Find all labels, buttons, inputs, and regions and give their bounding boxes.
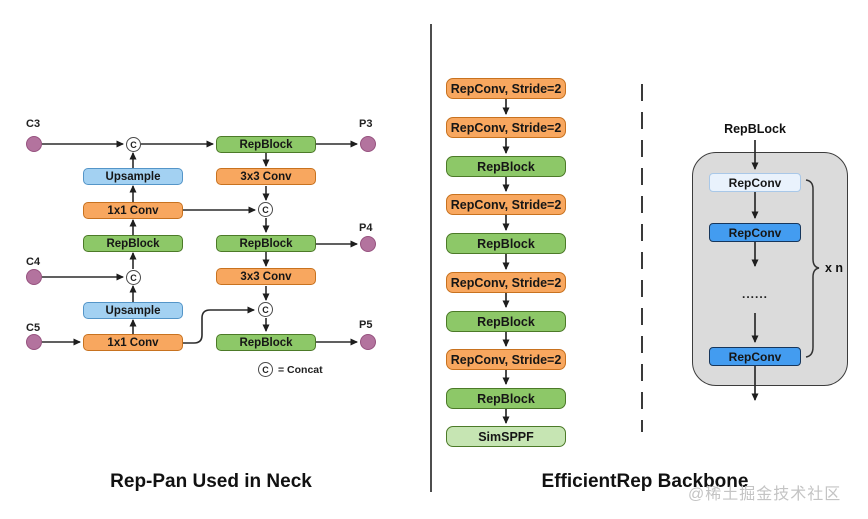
output-label-p5: P5 (359, 319, 373, 331)
concat-node: C (126, 270, 141, 285)
neck-block-1x1conv-1: 1x1 Conv (83, 202, 183, 219)
input-label-c5: C5 (26, 322, 41, 334)
backbone-caption: EfficientRep Backbone (541, 471, 749, 492)
neck-block-repblock-3: RepBlock (216, 235, 316, 252)
neck-block-upsample-2: Upsample (83, 302, 183, 319)
legend-text: = Concat (278, 364, 323, 376)
repeat-brace (805, 179, 820, 358)
neck-block-3x3conv-2: 3x3 Conv (216, 268, 316, 285)
backbone-block-4: RepConv, Stride=2 (446, 194, 566, 215)
backbone-block-9: RepBlock (446, 388, 566, 409)
output-label-p3: P3 (359, 118, 373, 130)
backbone-block-5: RepBlock (446, 233, 566, 254)
repeat-count-label: x n (825, 261, 844, 275)
legend-concat-icon: C (258, 362, 273, 377)
backbone-block-2: RepConv, Stride=2 (446, 117, 566, 138)
neck-block-repblock-4: RepBlock (216, 334, 316, 351)
input-label-c4: C4 (26, 256, 41, 268)
neck-caption: Rep-Pan Used in Neck (110, 471, 312, 492)
ellipsis: ...... (741, 287, 768, 301)
input-label-c3: C3 (26, 118, 41, 130)
neck-block-upsample-1: Upsample (83, 168, 183, 185)
watermark: @稀土掘金技术社区 (688, 486, 842, 503)
output-node-p5 (360, 334, 376, 350)
detail-repconv-2: RepConv (709, 223, 801, 242)
neck-block-repblock-1: RepBlock (83, 235, 183, 252)
output-node-p3 (360, 136, 376, 152)
concat-node: C (258, 302, 273, 317)
backbone-block-7: RepBlock (446, 311, 566, 332)
backbone-block-6: RepConv, Stride=2 (446, 272, 566, 293)
repblock-detail-title: RepBLock (724, 122, 786, 136)
neck-arrows (42, 140, 358, 346)
backbone-block-1: RepConv, Stride=2 (446, 78, 566, 99)
input-node-c4 (26, 269, 42, 285)
neck-block-repblock-2: RepBlock (216, 136, 316, 153)
output-label-p4: P4 (359, 222, 373, 234)
concat-node: C (258, 202, 273, 217)
output-node-p4 (360, 236, 376, 252)
detail-repconv-3: RepConv (709, 347, 801, 366)
detail-repconv-1: RepConv (709, 173, 801, 192)
backbone-block-8: RepConv, Stride=2 (446, 349, 566, 370)
neck-block-3x3conv-1: 3x3 Conv (216, 168, 316, 185)
neck-block-1x1conv-2: 1x1 Conv (83, 334, 183, 351)
input-node-c3 (26, 136, 42, 152)
concat-node: C (126, 137, 141, 152)
backbone-block-3: RepBlock (446, 156, 566, 177)
backbone-block-simsppf: SimSPPF (446, 426, 566, 447)
input-node-c5 (26, 334, 42, 350)
